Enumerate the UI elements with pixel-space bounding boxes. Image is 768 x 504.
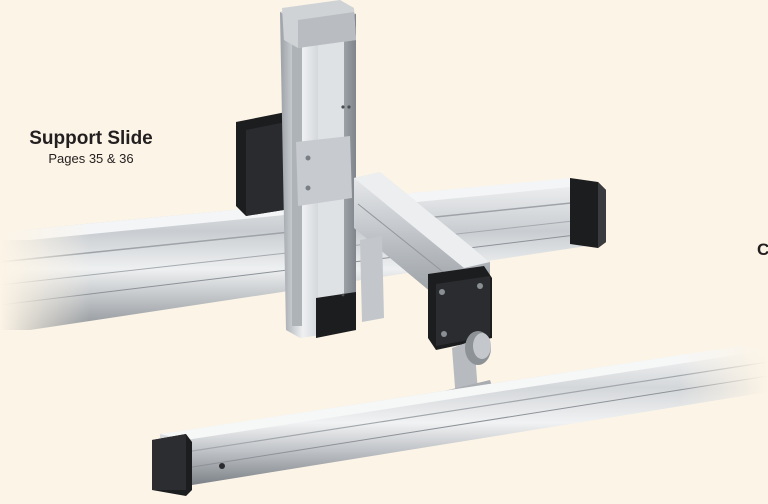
carriage-plate: [296, 136, 352, 206]
side-bracket: [360, 236, 384, 322]
back-rail-fade: [0, 220, 90, 340]
support-slide-title: Support Slide: [29, 128, 153, 149]
cross-arm-end-cap: [428, 266, 492, 350]
front-rail-end-cap: [152, 434, 192, 496]
support-slide-pages: Pages 35 & 36: [48, 151, 134, 166]
front-rail-fade: [680, 330, 768, 410]
cut-off-callout-letter: C: [757, 240, 768, 259]
front-rail: [160, 346, 768, 486]
support-slide-callout: Support Slide Pages 35 & 36: [22, 128, 160, 167]
vertical-actuator-top-cap: [282, 0, 356, 48]
back-rail-end-cap: [570, 178, 606, 248]
